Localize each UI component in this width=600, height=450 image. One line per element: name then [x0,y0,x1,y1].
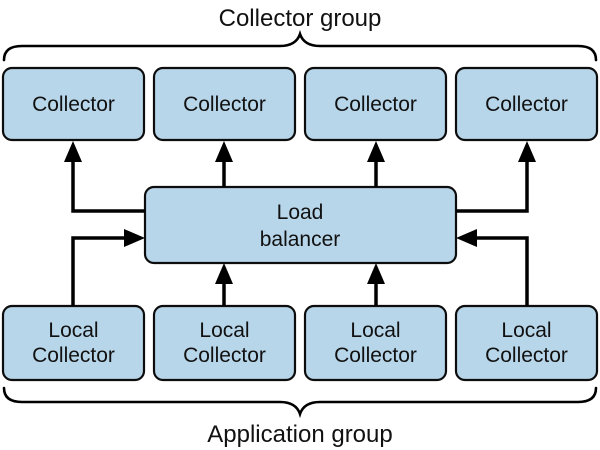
load-balancer-label-line1: Load [277,201,324,224]
arrowhead-lb-right [456,229,477,247]
collector-node-label: Collector [183,93,266,116]
arrowhead-lb-left [124,229,145,247]
edge-local-4-to-lb [473,236,529,306]
collector-node-label: Collector [485,93,568,116]
arrowhead-lb-bottom-left [215,263,233,284]
local-collector-label-line2: Collector [485,344,568,367]
collector-node-4: Collector [454,66,599,142]
load-balancer-label-line2: balancer [260,228,341,251]
local-collector-label-line1: Local [501,319,551,342]
arrowhead-collector-4 [518,141,536,162]
local-collector-label-line1: Local [199,319,249,342]
application-group-label: Application group [207,421,392,448]
application-group-brace [2,386,598,419]
local-collector-label-line2: Collector [183,344,266,367]
edge-local-1-to-lb [71,236,127,306]
collector-group-label: Collector group [219,5,382,32]
load-balancer-node: Load balancer [143,185,458,265]
collector-node-label: Collector [32,93,115,116]
collector-node-1: Collector [1,66,146,142]
local-collector-node-2: Local Collector [152,304,297,382]
arrowhead-collector-2 [215,141,233,162]
local-collector-label-line2: Collector [334,344,417,367]
local-collector-node-3: Local Collector [303,304,448,382]
local-collector-label-line1: Local [350,319,400,342]
local-collector-node-1: Local Collector [1,304,146,382]
collector-group-brace [2,29,598,62]
collector-node-3: Collector [303,66,448,142]
arrowhead-collector-1 [64,141,82,162]
local-collector-label-line1: Local [48,319,98,342]
collector-node-2: Collector [152,66,297,142]
arrowhead-lb-bottom-right [367,263,385,284]
edge-lb-to-collector-4 [456,160,529,213]
edge-lb-to-collector-1 [71,160,145,213]
arrowhead-collector-3 [367,141,385,162]
collector-node-label: Collector [334,93,417,116]
local-collector-label-line2: Collector [32,344,115,367]
local-collector-node-4: Local Collector [454,304,599,382]
